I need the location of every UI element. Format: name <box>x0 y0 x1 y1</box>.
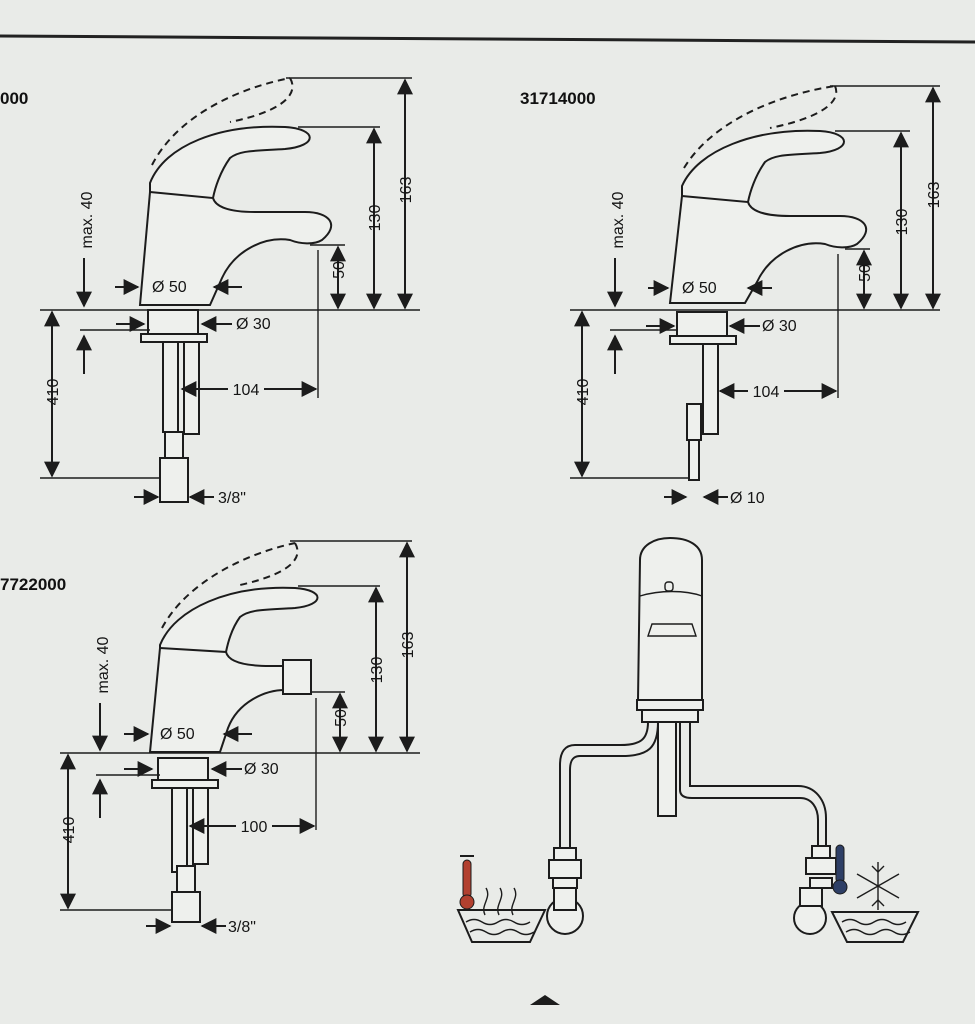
connector-3-8 <box>159 457 189 503</box>
lever-handle-3 <box>159 586 319 653</box>
dim-label-max40: max. 40 <box>79 191 96 248</box>
faucet-drawing-top-left: 000 163 130 50 max. 40 <box>0 77 420 507</box>
hose-hot-inner <box>569 721 659 848</box>
snowflake-icon <box>856 862 900 910</box>
dim-label-3-8: 3/8" <box>218 490 246 507</box>
hot-thermometer <box>462 859 472 899</box>
dim-label-dia50-b: Ø 50 <box>682 280 717 297</box>
center-pipe <box>657 721 677 817</box>
lever-handle <box>149 125 311 199</box>
faucet-front-lever <box>647 623 697 637</box>
faucet-drawing-top-right: 31714000 163 130 50 max. 40 410 Ø 50 Ø 3… <box>520 85 943 507</box>
dim-label-max40-c: max. 40 <box>95 636 112 693</box>
dim-label-410-b: 410 <box>575 379 592 406</box>
cold-water-icon <box>830 844 920 943</box>
model-number-top-right: 31714000 <box>520 89 596 108</box>
lever-handle-2 <box>681 129 845 203</box>
page-border-line <box>0 34 975 44</box>
cold-basin <box>830 911 920 943</box>
dim-label-dia50: Ø 50 <box>152 279 187 296</box>
dim-label-410-c: 410 <box>61 817 78 844</box>
dim-label-130-c: 130 <box>369 657 386 684</box>
dim-label-3-8-c: 3/8" <box>228 919 256 936</box>
hose-hot-outer <box>559 721 649 848</box>
shank <box>147 309 199 335</box>
lever-raised-outline <box>151 77 291 166</box>
faucet-body <box>138 190 333 306</box>
page-mark <box>530 995 560 1005</box>
dim-label-410: 410 <box>45 379 62 406</box>
dim-label-163-b: 163 <box>926 182 943 209</box>
dim-label-dia10: Ø 10 <box>730 490 765 507</box>
hot-water-icon <box>456 855 547 943</box>
model-number-bottom-left: 7722000 <box>0 575 66 594</box>
faucet-body-2 <box>668 194 868 304</box>
lever-raised-outline-2 <box>229 77 294 123</box>
faucet-front-body <box>636 536 703 701</box>
dim-label-130-b: 130 <box>894 209 911 236</box>
dim-label-50: 50 <box>331 261 348 279</box>
model-number-top-left: 000 <box>0 89 28 108</box>
dim-label-max40-b: max. 40 <box>610 191 627 248</box>
dim-label-130: 130 <box>367 205 384 232</box>
faucet-front-indicator <box>664 581 674 592</box>
dim-label-dia30-c: Ø 30 <box>244 761 279 778</box>
cold-thermometer <box>835 844 845 884</box>
dim-label-dia30: Ø 30 <box>236 316 271 333</box>
hose-a <box>162 341 179 433</box>
hose-cold-outer <box>679 722 819 846</box>
steam-lines <box>483 887 517 916</box>
dim-label-163: 163 <box>398 177 415 204</box>
dim-label-104: 104 <box>233 382 260 399</box>
dim-label-50-c: 50 <box>333 709 350 727</box>
faucet-drawing-bottom-left: 7722000 163 130 50 max. 40 410 Ø 50 <box>0 540 420 936</box>
hose-fitting <box>164 431 184 459</box>
dim-label-50-b: 50 <box>857 264 874 282</box>
mount-plate <box>140 333 208 343</box>
dim-label-dia30-b: Ø 30 <box>762 318 797 335</box>
hot-basin <box>456 909 547 943</box>
dim-label-100: 100 <box>241 819 268 836</box>
dim-label-163-c: 163 <box>400 632 417 659</box>
connection-diagram <box>456 536 920 943</box>
dim-label-104-b: 104 <box>753 384 780 401</box>
dim-label-dia50-c: Ø 50 <box>160 726 195 743</box>
bidet-nozzle <box>282 659 312 695</box>
